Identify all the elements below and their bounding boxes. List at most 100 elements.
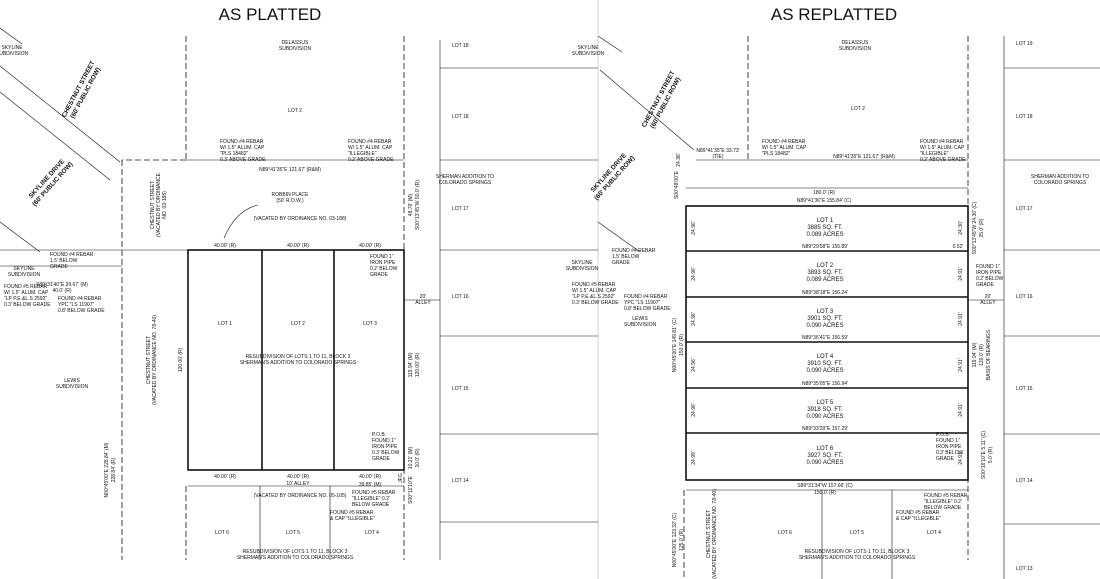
right-pob-3: IRON PIPE <box>936 444 962 450</box>
right-side-lot-label: LOT 15 <box>1016 386 1033 392</box>
right-west-side-2: 150.0' (R) <box>679 334 685 356</box>
lot-east-dim: 24.91' <box>958 403 964 417</box>
left-alley-label-2: ALLEY <box>415 300 431 306</box>
left-found-ypc-3: 0.8' BELOW GRADE <box>58 308 105 314</box>
left-chestnut-edge-2 <box>0 91 111 181</box>
right-d052: 0.52' <box>953 244 964 250</box>
lot-name: LOT 5 <box>817 400 834 406</box>
left-bottom-sub-1: RESUBDIVISION OF LOTS 1 TO 11, BLOCK 3 <box>243 549 348 555</box>
right-found-c-1: FOUND #5 REBAR <box>896 510 940 516</box>
right-pob-2: FOUND 1" <box>936 438 960 444</box>
right-found-1in-3: 0.2' BELOW <box>976 276 1004 282</box>
right-found-1in-1: FOUND 1" <box>976 264 1000 270</box>
left-alley-10: 10' ALLEY <box>286 481 310 487</box>
left-lot2-label: LOT 2 <box>291 321 305 327</box>
right-east-main-2: 120.0' (R) <box>979 344 985 366</box>
right-top-record: 180.0' (R) <box>813 190 835 196</box>
right-found-skyl-1: FOUND #4 REBAR <box>612 248 656 254</box>
left-sherman-label-1: SHERMAN ADDITION TO <box>436 174 494 180</box>
left-found-b-2: W/ 1.5" ALUM. CAP <box>348 145 393 151</box>
right-bottom-lot4: LOT 4 <box>927 530 941 536</box>
right-delassus-2: SUBDIVISION <box>839 46 872 52</box>
right-found-1in-4: GRADE <box>976 282 994 288</box>
right-lot-3: LOT 3 3901 SQ. FT. 0.090 ACRES N89°36'41… <box>691 309 964 341</box>
left-skyline-sub-b-1: SKYLINE <box>13 266 35 272</box>
right-alley-label-1: 20' <box>985 294 992 300</box>
left-resub-2: SHERMAN'S ADDITION TO COLORADO SPRINGS <box>240 360 357 366</box>
right-found-a-3: "PLS 18482" <box>762 151 791 157</box>
left-dim-120: 120.00' (R) <box>178 347 184 372</box>
title-as-platted: AS PLATTED <box>219 5 322 24</box>
right-found-ypc-2: YPC "LS 11907" <box>624 300 660 306</box>
left-n0045b: 228.84' (R) <box>111 457 117 482</box>
left-found-1in-1: FOUND 1" <box>370 254 394 260</box>
left-robbin-1: ROBBIN PLACE <box>272 192 310 198</box>
left-bottom-seg-1: 40.00' (R) <box>214 474 236 480</box>
right-found-a-2: W/ 1.5" ALUM. CAP <box>762 145 807 151</box>
left-s89-record: 40.0' (R) <box>52 288 71 294</box>
right-side-lot-label: LOT 17 <box>1016 206 1033 212</box>
left-side-lot-label: LOT 17 <box>452 206 469 212</box>
left-chestnut-vac2-2: (VACATED BY ORDINANCE NO. 78-40) <box>152 315 158 405</box>
left-side-lot-label: LOT 14 <box>452 478 469 484</box>
lot-sqft: 3927 SQ. FT. <box>807 453 843 459</box>
lot-sqft: 3910 SQ. FT. <box>807 361 843 367</box>
left-chestnut-vac-3: NO. 03-188) <box>162 191 168 219</box>
left-dim-119: 119.94' (M) <box>408 352 414 377</box>
right-skyline-edge <box>597 221 641 253</box>
right-top-bearing: N89°41'35"E 121.67' (R&M) <box>833 154 895 160</box>
right-side-lot-label: LOT 19 <box>1016 41 1033 47</box>
left-found-b2-2: "ILLEGIBLE" 0.2' <box>352 496 390 502</box>
left-found-ypc-1: FOUND #4 REBAR <box>58 296 102 302</box>
right-found-ypc-1: FOUND #4 REBAR <box>624 294 668 300</box>
left-top-lot2-label: LOT 2 <box>288 108 302 114</box>
left-found-5-4: 0.3' BELOW GRADE <box>4 302 51 308</box>
right-sherman-label-2: COLORADO SPRINGS <box>1034 180 1087 186</box>
right-east-main: 119.94' (M) <box>972 342 978 367</box>
left-side-lot-label: LOT 16 <box>452 294 469 300</box>
left-d100: 10.0' (R) <box>415 448 421 467</box>
left-seg-label-2: 40.00' (R) <box>287 243 309 249</box>
left-found-b-4: 0.2' ABOVE GRADE <box>348 157 394 163</box>
left-skyline-edge <box>0 221 41 253</box>
right-found-skyl-3: GRADE <box>612 260 630 266</box>
right-side-lot-label: LOT 14 <box>1016 478 1033 484</box>
right-skyline-sub-edge <box>597 35 623 53</box>
left-found-skyl-1: FOUND #4 REBAR <box>50 252 94 258</box>
left-seg-label-1: 40.00' (R) <box>214 243 236 249</box>
left-lots-outline <box>187 249 405 471</box>
left-chestnut-vac2-1: CHESTNUT STREET <box>146 336 152 384</box>
title-as-replatted: AS REPLATTED <box>771 5 897 24</box>
left-found-a-2: W/ 1.5" ALUM. CAP <box>220 145 265 151</box>
left-s0011: S00°11'10"E <box>408 475 414 503</box>
right-found-b2-2: "ILLEGIBLE" 0.2' <box>924 499 962 505</box>
left-s89-bearing: S89°31'40"E 39.67' (M) <box>36 282 88 288</box>
left-found-a-1: FOUND #4 REBAR <box>220 139 264 145</box>
right-found-skyl-2: 1.5' BELOW <box>612 254 640 260</box>
left-skyline-sub-label-1: SKYLINE <box>1 45 23 51</box>
left-found-c-2: & CAP "ILLEGIBLE" <box>330 516 375 522</box>
left-dim-500: S00°13'45"W 50.0' (R) <box>415 180 421 230</box>
left-found-skyl-3: GRADE <box>50 264 68 270</box>
lot-east-dim: 24.91' <box>958 451 964 465</box>
left-n0045: N00°45'00"E 228.84' (M) <box>104 442 110 497</box>
right-found-b-4: 0.2' ABOVE GRADE <box>920 157 966 163</box>
right-s0016b: 5.0' (R) <box>988 447 994 464</box>
left-found-c-1: FOUND #5 REBAR <box>330 510 374 516</box>
lot-east-dim: 24.91' <box>958 312 964 326</box>
right-skyline-sub-b-2: SUBDIVISION <box>566 266 599 272</box>
left-found-a-3: "PLS 18482" <box>220 151 249 157</box>
lot-east-dim: 24.30' <box>958 221 964 235</box>
right-found-ypc-3: 0.8' BELOW GRADE <box>624 306 671 312</box>
right-chestnut-edge-1 <box>599 69 695 151</box>
lot-west-dim: 24.99' <box>691 451 697 465</box>
lot-name: LOT 4 <box>817 354 834 360</box>
lot-bearing: N89°33'29"E 157.29' <box>802 426 848 432</box>
right-found-b2-1: FOUND #5 REBAR <box>924 493 968 499</box>
lot-acres: 0.090 ACRES <box>806 323 843 329</box>
right-east-side-2: 25.0' (R) <box>979 218 985 237</box>
left-chestnut-vac-1: CHESTNUT STREET <box>150 181 156 229</box>
right-side-lot-label: LOT 18 <box>1016 114 1033 120</box>
right-lewis-2: SUBDIVISION <box>624 322 657 328</box>
left-robbin-2: (50' R.O.W.) <box>276 198 304 204</box>
